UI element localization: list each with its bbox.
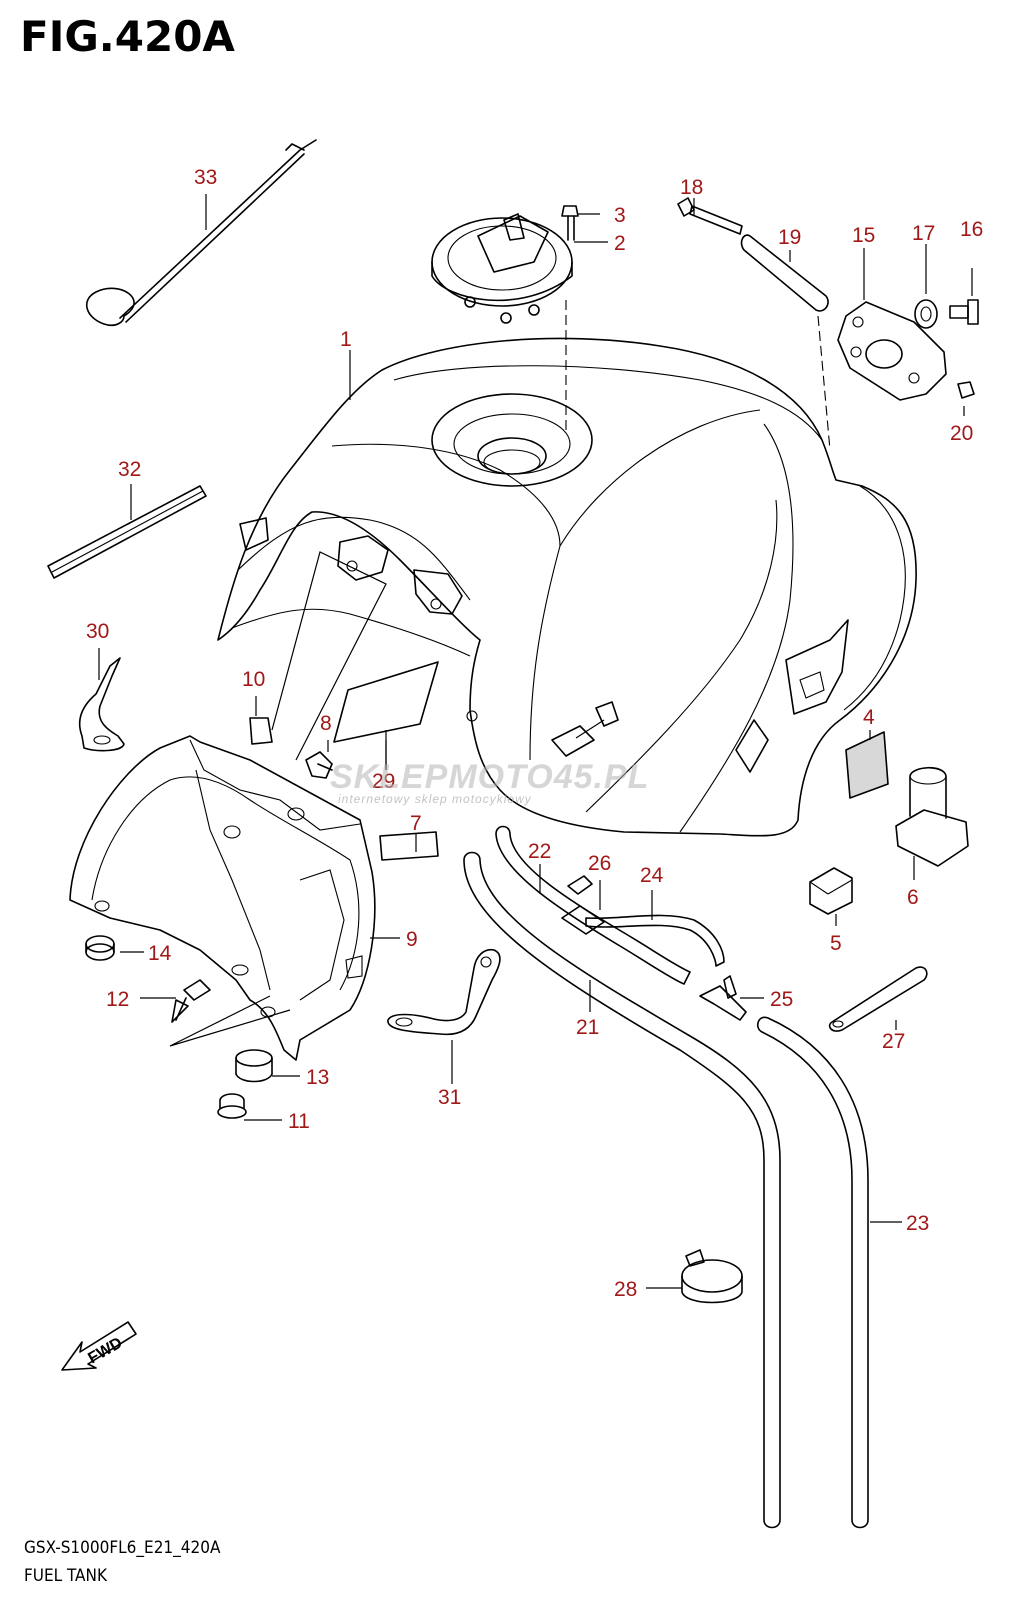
callout-24: 24 <box>640 864 664 887</box>
callout-26: 26 <box>588 852 611 875</box>
callout-4: 4 <box>863 706 875 729</box>
fwd-arrow-icon: FWD <box>61 1321 137 1371</box>
part-17-nut <box>914 299 938 329</box>
guide-line-bolt <box>817 315 831 451</box>
part-4-mesh-pad <box>845 731 889 799</box>
callout-10: 10 <box>242 668 265 691</box>
part-28-clamp <box>681 1249 743 1304</box>
callout-16: 16 <box>960 218 983 241</box>
callout-1: 1 <box>340 328 352 351</box>
part-33-rod <box>85 139 317 327</box>
part-22-hose <box>495 825 691 985</box>
callout-7: 7 <box>410 812 422 835</box>
callout-30: 30 <box>86 620 109 643</box>
callout-15: 15 <box>852 224 875 247</box>
callout-27: 27 <box>882 1030 905 1053</box>
part-12-bolt <box>171 979 211 1023</box>
callout-11: 11 <box>288 1110 310 1133</box>
callout-25: 25 <box>770 988 793 1011</box>
part-7-pad <box>379 831 439 861</box>
watermark-text: SKLEPMOTO45.PL <box>330 758 650 796</box>
callout-labels: 33 32 30 1 3 2 18 19 15 17 16 20 4 6 5 1… <box>86 166 983 1301</box>
callout-13: 13 <box>306 1066 329 1089</box>
part-26-clamp <box>561 875 605 935</box>
callout-12: 12 <box>106 988 129 1011</box>
part-13-grommet <box>235 1049 273 1083</box>
part-8-bolt <box>305 751 333 779</box>
callout-8: 8 <box>320 712 332 735</box>
callout-33: 33 <box>194 166 217 189</box>
part-31-bracket <box>387 948 501 1036</box>
part-25-joint <box>699 975 747 1021</box>
leader-lines <box>98 194 973 1289</box>
callout-17: 17 <box>912 222 935 245</box>
callout-22: 22 <box>528 840 551 863</box>
callout-31: 31 <box>438 1086 461 1109</box>
callout-5: 5 <box>830 932 842 955</box>
callout-14: 14 <box>148 942 172 965</box>
figure-code: GSX-S1000FL6_E21_420A <box>24 1538 221 1558</box>
callout-21: 21 <box>576 1016 599 1039</box>
callout-19: 19 <box>778 226 801 249</box>
part-14-grommet <box>85 935 115 961</box>
part-16-bolt <box>949 299 979 325</box>
part-2-filler-cap <box>431 213 573 324</box>
callout-32: 32 <box>118 458 141 481</box>
figure-name: FUEL TANK <box>24 1566 107 1586</box>
part-1-fuel-tank <box>217 337 917 837</box>
figure-title: FIG.420A <box>20 12 235 61</box>
part-5-damper <box>809 867 853 915</box>
part-3-screw <box>561 205 579 241</box>
callout-2: 2 <box>614 232 626 255</box>
part-29-label <box>333 661 439 743</box>
callout-29: 29 <box>372 770 395 793</box>
part-19-sleeve <box>740 234 829 312</box>
callout-3: 3 <box>614 204 626 227</box>
part-10-clip <box>249 717 273 745</box>
callout-20: 20 <box>950 422 973 445</box>
callout-9: 9 <box>406 928 418 951</box>
callout-6: 6 <box>907 886 919 909</box>
guide-line-12 <box>169 995 291 1047</box>
part-6-boot <box>895 766 969 867</box>
callout-28: 28 <box>614 1278 637 1301</box>
part-15-plate <box>837 301 947 401</box>
callout-18: 18 <box>680 176 703 199</box>
part-9-lower-cover <box>69 735 376 1061</box>
guide-line-10 <box>271 551 387 761</box>
part-32-strip <box>47 485 207 579</box>
part-18-bolt <box>677 197 743 235</box>
part-11-collar <box>217 1093 247 1119</box>
part-24-hose <box>585 914 725 967</box>
watermark-subtext: internetowy sklep motocyklowy <box>338 792 532 806</box>
callout-23: 23 <box>906 1212 929 1235</box>
part-27-strap <box>828 966 928 1032</box>
part-20-nut <box>957 381 975 399</box>
part-30-bracket <box>78 657 125 752</box>
part-21-hose <box>463 851 781 1529</box>
part-23-hose <box>756 1016 869 1529</box>
